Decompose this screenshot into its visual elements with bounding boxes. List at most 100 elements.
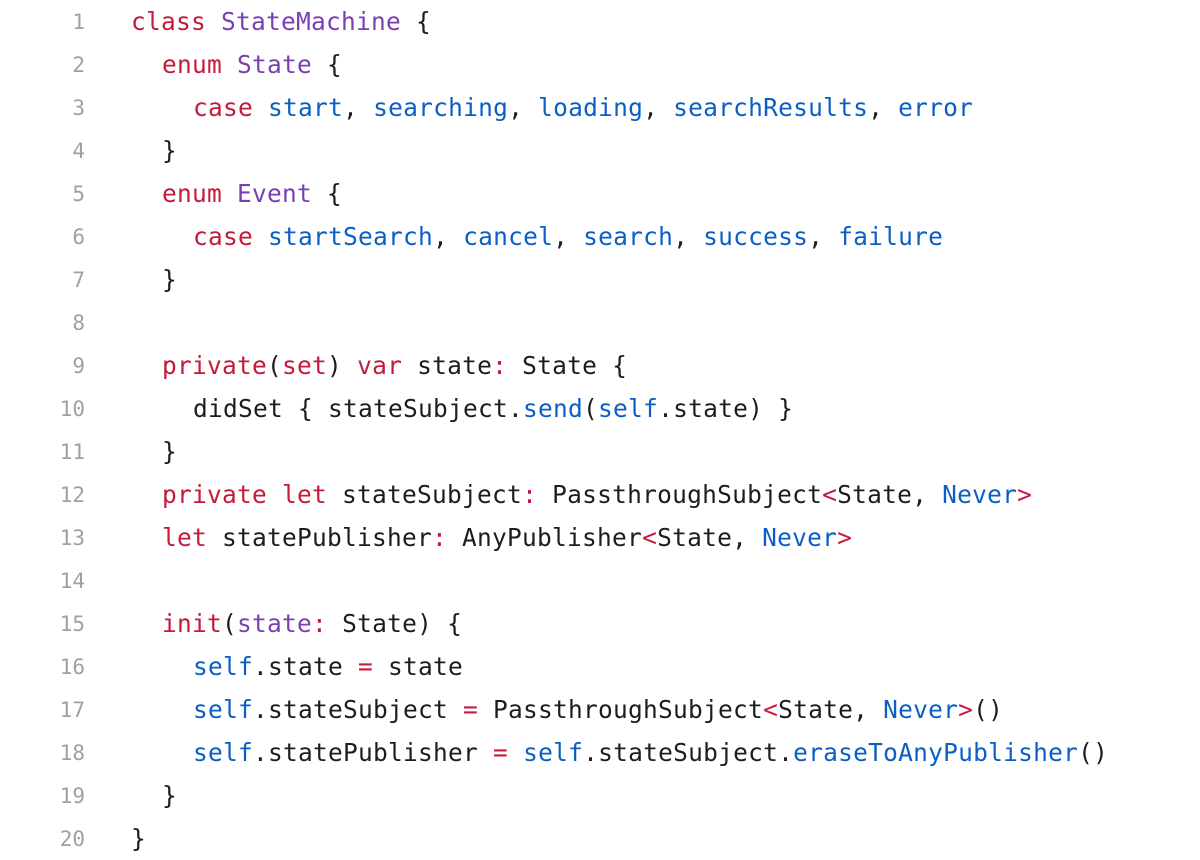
line-number: 6 (72, 224, 85, 249)
code-token: case (193, 222, 254, 251)
code-text: init(state: State) { (87, 609, 462, 638)
code-token: self (523, 738, 584, 767)
code-token: success (703, 222, 809, 251)
code-token: .stateSubject. (583, 738, 794, 767)
code-line[interactable]: 14 (0, 559, 1200, 602)
code-token: statePublisher (207, 523, 433, 552)
line-number: 12 (59, 482, 85, 507)
code-token: state (373, 652, 464, 681)
code-token: = (493, 738, 509, 767)
code-token: , (508, 93, 539, 122)
code-line[interactable]: 7} (0, 258, 1200, 301)
code-token: ( (222, 609, 238, 638)
code-text: case startSearch, cancel, search, succes… (87, 222, 943, 251)
code-line[interactable]: 11} (0, 430, 1200, 473)
code-token: , (808, 222, 839, 251)
code-token: State, (778, 695, 884, 724)
line-number: 13 (59, 525, 85, 550)
code-token: let (282, 480, 328, 509)
line-number: 10 (59, 396, 85, 421)
line-number: 19 (59, 783, 85, 808)
code-text: } (87, 136, 177, 165)
code-token: > (958, 695, 974, 724)
code-token: State, (657, 523, 763, 552)
code-text: private(set) var state: State { (87, 351, 627, 380)
line-number: 2 (72, 52, 85, 77)
code-token: } (162, 437, 178, 466)
code-text: self.state = state (87, 652, 463, 681)
code-token: .stateSubject (253, 695, 464, 724)
code-token: private (162, 351, 268, 380)
line-number: 3 (72, 95, 85, 120)
code-token: State) { (327, 609, 463, 638)
code-token (253, 93, 268, 122)
line-number: 14 (59, 568, 85, 593)
code-token: .statePublisher (253, 738, 494, 767)
code-token: ) (327, 351, 358, 380)
code-token: eraseToAnyPublisher (793, 738, 1079, 767)
line-number: 1 (72, 9, 85, 34)
code-token: self (193, 738, 254, 767)
code-token: self (598, 394, 659, 423)
code-token: startSearch (268, 222, 434, 251)
code-token (222, 50, 237, 79)
line-number: 11 (59, 439, 85, 464)
code-token: didSet { stateSubject. (193, 394, 524, 423)
code-token: , (553, 222, 584, 251)
code-text: let statePublisher: AnyPublisher<State, … (87, 523, 852, 552)
code-token: StateMachine (221, 7, 402, 36)
code-line[interactable]: 1 class StateMachine { (0, 0, 1200, 43)
code-token: Event (237, 179, 313, 208)
line-number: 9 (72, 353, 85, 378)
code-line[interactable]: 19} (0, 774, 1200, 817)
code-token: send (523, 394, 584, 423)
code-line[interactable]: 4} (0, 129, 1200, 172)
code-text: enum Event { (87, 179, 342, 208)
code-token: > (837, 523, 853, 552)
code-token: case (193, 93, 254, 122)
code-token: = (463, 695, 479, 724)
code-token: error (898, 93, 974, 122)
code-text: enum State { (87, 50, 342, 79)
code-token: set (282, 351, 328, 380)
code-token: self (193, 652, 254, 681)
code-token: = (358, 652, 374, 681)
code-token: var (357, 351, 403, 380)
code-text: } (87, 781, 177, 810)
code-token: { (312, 50, 343, 79)
code-token: Never (762, 523, 838, 552)
code-token: failure (838, 222, 944, 251)
code-token: < (822, 480, 838, 509)
code-token (222, 179, 237, 208)
line-number: 20 (59, 826, 85, 851)
code-token: { (312, 179, 343, 208)
code-token: enum (162, 179, 223, 208)
code-line[interactable]: 20} (0, 817, 1200, 860)
code-token: : (312, 609, 328, 638)
code-token: : (492, 351, 508, 380)
line-number: 15 (59, 611, 85, 636)
code-token: { (401, 7, 432, 36)
code-token: : (522, 480, 538, 509)
code-token: start (268, 93, 344, 122)
code-text: } (87, 265, 177, 294)
code-token: () (1078, 738, 1109, 767)
code-token: searching (373, 93, 509, 122)
code-token: AnyPublisher (447, 523, 643, 552)
code-token: searchResults (673, 93, 869, 122)
code-token: class (131, 7, 207, 36)
code-line[interactable]: 8 (0, 301, 1200, 344)
